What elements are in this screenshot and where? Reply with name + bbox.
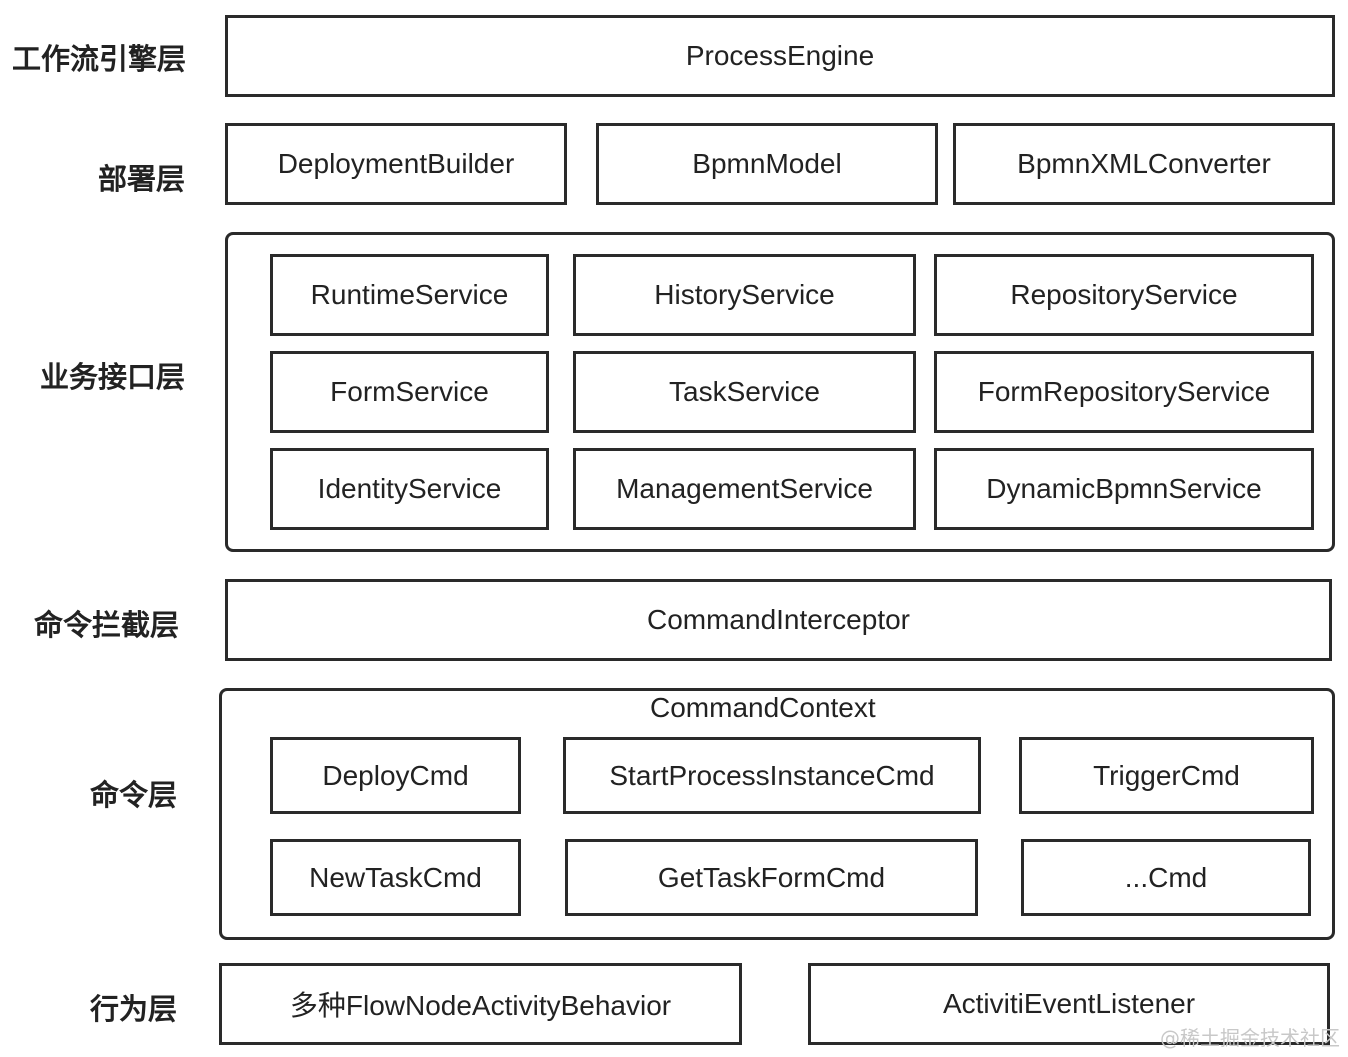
watermark: @稀土掘金技术社区 <box>1160 1026 1340 1050</box>
management-service-box: ManagementService <box>573 448 916 530</box>
get-task-form-cmd-box: GetTaskFormCmd <box>565 839 978 916</box>
command-interceptor-box: CommandInterceptor <box>225 579 1332 661</box>
process-engine-box: ProcessEngine <box>225 15 1335 97</box>
layer-label-deploy: 部署层 <box>98 162 186 196</box>
runtime-service-box: RuntimeService <box>270 254 549 336</box>
start-process-instance-cmd-box: StartProcessInstanceCmd <box>563 737 981 814</box>
trigger-cmd-box: TriggerCmd <box>1019 737 1314 814</box>
command-context-title: CommandContext <box>650 692 876 723</box>
history-service-box: HistoryService <box>573 254 916 336</box>
command-context-group <box>219 688 1335 940</box>
layer-label-command: 命令层 <box>90 778 178 812</box>
layer-label-interceptor: 命令拦截层 <box>34 608 180 642</box>
identity-service-box: IdentityService <box>270 448 549 530</box>
activiti-event-listener-box: ActivitiEventListener <box>808 963 1330 1045</box>
bpmn-model-box: BpmnModel <box>596 123 938 205</box>
new-task-cmd-box: NewTaskCmd <box>270 839 521 916</box>
deployment-builder-box: DeploymentBuilder <box>225 123 567 205</box>
form-repository-service-box: FormRepositoryService <box>934 351 1314 433</box>
layer-label-service: 业务接口层 <box>40 360 186 394</box>
dynamic-bpmn-service-box: DynamicBpmnService <box>934 448 1314 530</box>
etc-cmd-box: ...Cmd <box>1021 839 1311 916</box>
repository-service-box: RepositoryService <box>934 254 1314 336</box>
deploy-cmd-box: DeployCmd <box>270 737 521 814</box>
layer-label-behavior: 行为层 <box>90 992 178 1026</box>
form-service-box: FormService <box>270 351 549 433</box>
layer-label-engine: 工作流引擎层 <box>12 42 187 76</box>
bpmn-xml-converter-box: BpmnXMLConverter <box>953 123 1335 205</box>
task-service-box: TaskService <box>573 351 916 433</box>
flow-node-activity-behavior-box: 多种FlowNodeActivityBehavior <box>219 963 742 1045</box>
service-layer-group <box>225 232 1335 552</box>
